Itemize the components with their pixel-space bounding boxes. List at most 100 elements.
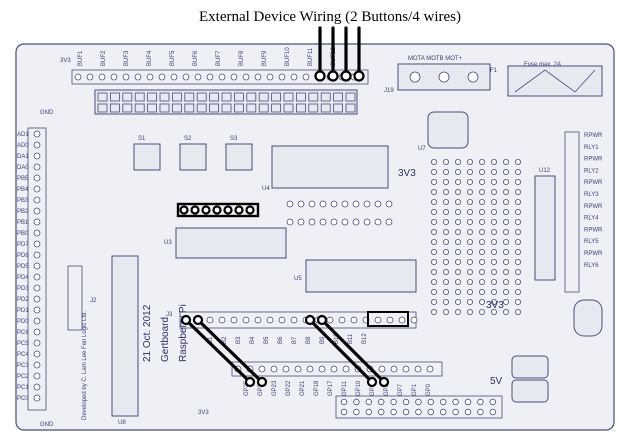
left-label: PC5 — [17, 341, 29, 347]
resistor — [171, 92, 182, 102]
resistor — [97, 92, 108, 102]
grid-hole — [442, 208, 449, 215]
left-hole — [33, 383, 41, 391]
left-label: PB4 — [17, 187, 29, 193]
grid-hole — [478, 198, 485, 205]
buffer-hole — [242, 73, 250, 81]
left-hole — [33, 262, 41, 270]
wire-pad-top-2 — [327, 70, 339, 82]
left-label: PB5 — [17, 176, 29, 182]
chip-u5 — [305, 259, 417, 293]
resistor — [110, 103, 120, 113]
mid-hole — [385, 200, 393, 208]
grid-hole — [478, 158, 485, 165]
switch-label: S2 — [184, 136, 192, 142]
switch-label: S1 — [138, 136, 146, 142]
relay-label: RLY5 — [584, 239, 599, 245]
grid-hole — [454, 308, 461, 315]
resistor — [258, 92, 269, 102]
j1-hole — [452, 398, 459, 406]
buffer-label: BUF9 — [262, 50, 268, 66]
resistor — [333, 103, 344, 113]
grid-hole — [454, 278, 461, 285]
grid-hole — [430, 288, 437, 295]
left-label: AD1 — [17, 132, 29, 138]
mid-hole — [297, 200, 305, 208]
j1-hole — [452, 408, 459, 416]
j1-hole — [390, 408, 397, 416]
left-header-holes — [33, 130, 41, 402]
ref-j3: J3 — [166, 312, 173, 318]
supply-3v3-mid: 3V3 — [398, 168, 416, 179]
resistor — [209, 92, 220, 102]
grid-hole — [490, 298, 497, 305]
wire-pad-j3-c — [304, 314, 316, 326]
grid-hole — [430, 198, 437, 205]
grid-hole — [490, 268, 497, 275]
j3-label: B11 — [348, 333, 354, 344]
grid-hole — [442, 308, 449, 315]
resistor — [345, 103, 356, 113]
relay-label: RLY1 — [584, 145, 599, 151]
grid-hole — [478, 168, 485, 175]
resistor — [171, 103, 182, 113]
grid-hole — [515, 288, 522, 295]
mid-wire-pad — [234, 205, 244, 215]
grid-hole — [442, 228, 449, 235]
motor-hole-b — [438, 71, 450, 83]
grid-hole — [490, 308, 497, 315]
left-label: PD6 — [17, 253, 29, 259]
supply-3v3-right: 3V3 — [486, 300, 504, 311]
buffer-hole — [182, 73, 190, 81]
resistor — [246, 103, 257, 113]
resistor — [122, 92, 133, 102]
gnd-top: GND — [40, 110, 54, 116]
mid-hole — [308, 200, 316, 208]
grid-hole — [502, 168, 509, 175]
j1-hole — [427, 398, 434, 406]
wire-pad-top-1 — [314, 70, 326, 82]
resistor — [271, 92, 282, 102]
grid-hole — [478, 268, 485, 275]
buffer-label: BUF5 — [170, 50, 176, 66]
gpio-label: GP1 — [412, 383, 418, 396]
wire-block-right — [367, 311, 409, 327]
j1-hole — [489, 408, 496, 416]
board-date: 21 Oct. 2012 — [142, 304, 153, 362]
gpio-label: GP17 — [328, 380, 334, 396]
j1-hole — [353, 408, 360, 416]
left-label: PB1 — [17, 220, 29, 226]
wire-pad-gp-a — [244, 376, 256, 388]
j1-hole — [464, 408, 472, 416]
grid-hole — [454, 198, 461, 205]
j1-hole — [477, 398, 484, 406]
grid-hole — [442, 218, 449, 225]
grid-hole — [466, 158, 473, 165]
grid-hole — [442, 168, 449, 175]
j3-hole — [218, 316, 226, 324]
grid-hole — [490, 178, 497, 185]
gpio-header-strip — [231, 361, 443, 377]
grid-hole — [454, 288, 461, 295]
ref-j19: J19 — [384, 88, 394, 94]
relay-strip — [564, 131, 580, 293]
grid-hole — [430, 298, 437, 305]
grid-hole — [466, 228, 473, 235]
resistor — [209, 103, 220, 113]
resistor — [196, 92, 207, 102]
j3-label: B12 — [362, 333, 368, 344]
j3-label: B9 — [320, 336, 326, 344]
gpio-hole — [306, 365, 314, 373]
grid-hole — [466, 258, 473, 265]
left-label: PC1 — [17, 385, 29, 391]
grid-hole — [478, 248, 485, 255]
grid-hole — [515, 178, 522, 185]
fuse-label: Fuse max. 2A — [524, 62, 561, 68]
resistor — [271, 103, 282, 113]
motor-header-label: MOTA MOTB MOT+ — [408, 56, 463, 62]
buffer-label: BUF1 — [78, 50, 84, 66]
grid-hole — [502, 178, 509, 185]
gpio-hole — [318, 365, 326, 373]
